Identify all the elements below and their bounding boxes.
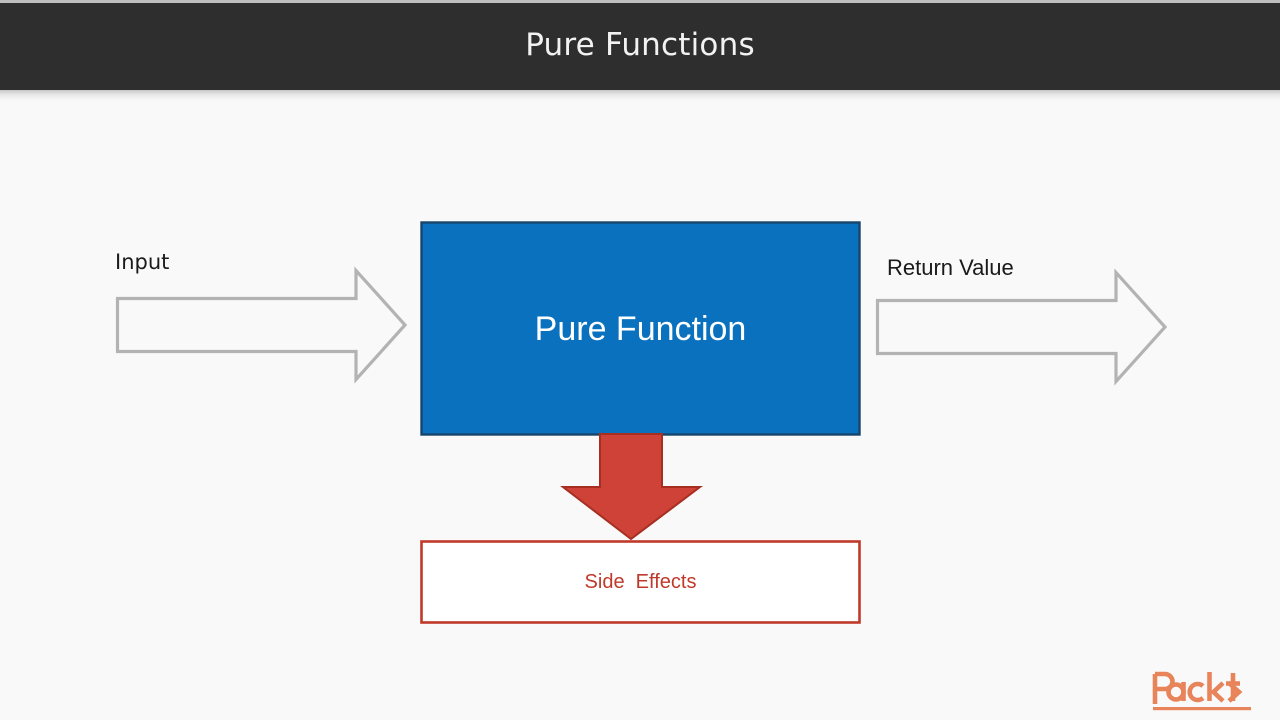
side-effects-arrow-shape — [560, 433, 703, 541]
return-value-arrow-label: Return Value — [887, 255, 1014, 280]
letter-p-bowl — [1155, 671, 1175, 692]
input-arrow — [115, 266, 408, 384]
header-dropshadow — [0, 90, 1280, 104]
pure-function-node — [420, 221, 861, 436]
letter-c — [1187, 681, 1205, 703]
return-value-arrow-shape — [875, 268, 1168, 386]
pure-function-label: Pure Function — [534, 310, 747, 348]
side-effects-box — [420, 540, 861, 624]
packt-logo — [1151, 670, 1255, 712]
topbar-top-edge — [0, 0, 1280, 3]
slide-header-bar: Pure Functions — [0, 3, 1280, 90]
page-title: Pure Functions — [525, 27, 755, 63]
side-effects-label: Side Effects — [584, 571, 697, 593]
pure-function-box — [420, 221, 861, 436]
packt-underline — [1153, 707, 1251, 711]
packt-wordmark-strokes — [1152, 671, 1243, 704]
diagram-svg — [115, 221, 1168, 624]
packt-logo-mark — [1152, 671, 1251, 711]
input-arrow-label: Input — [115, 250, 170, 274]
return-value-arrow — [875, 268, 1168, 386]
input-arrow-shape — [115, 266, 408, 384]
side-effects-arrow — [560, 433, 703, 541]
letter-k-arms-bracket — [1210, 681, 1225, 703]
diagram-canvas: Input Return Value Pure Function Side Ef… — [0, 104, 1280, 720]
side-effects-node — [420, 540, 861, 624]
